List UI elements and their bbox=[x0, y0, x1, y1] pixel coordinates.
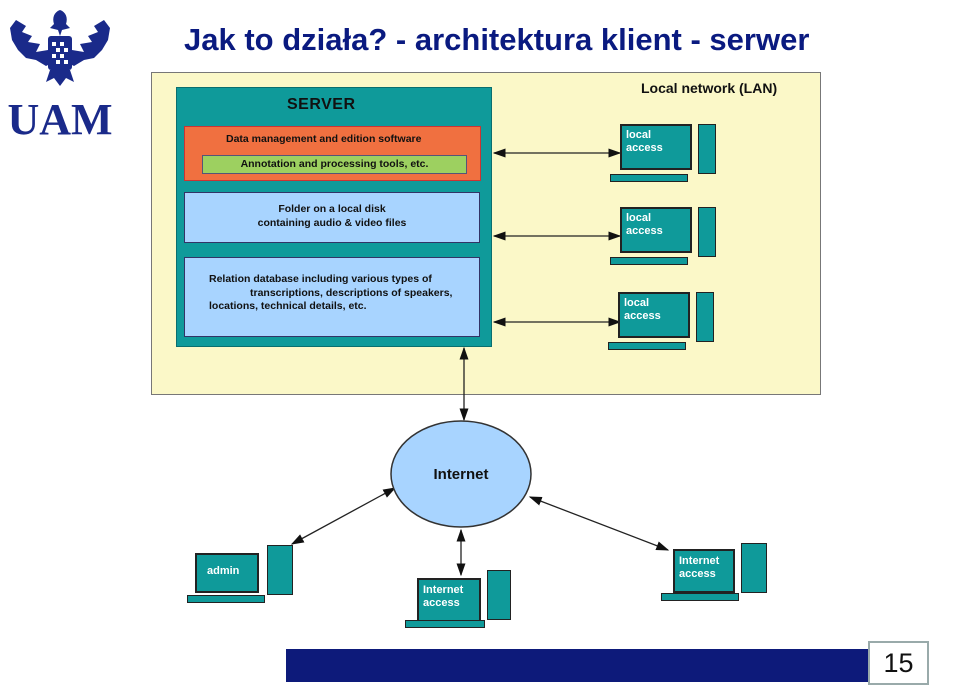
logo-text: UAM bbox=[7, 95, 112, 138]
terminal-label: local bbox=[626, 212, 652, 224]
terminal-label: Internet bbox=[679, 555, 720, 567]
lan-label: Local network (LAN) bbox=[641, 80, 778, 96]
link-right bbox=[528, 496, 670, 551]
terminal-label: access bbox=[626, 142, 663, 154]
database-line3: locations, technical details, etc. bbox=[209, 300, 367, 312]
terminal-label: access bbox=[624, 310, 661, 322]
software-label: Data management and edition software bbox=[226, 133, 422, 145]
terminal-label: access bbox=[679, 568, 716, 580]
folder-line1: Folder on a local disk bbox=[278, 203, 386, 215]
admin-label: admin bbox=[207, 565, 240, 577]
internet-cloud bbox=[390, 420, 532, 528]
folder-line2: containing audio & video files bbox=[257, 217, 407, 229]
folder-box: Folder on a local disk containing audio … bbox=[184, 192, 480, 243]
terminal-label: access bbox=[626, 225, 663, 237]
database-box: Relation database including various type… bbox=[184, 257, 480, 337]
page-number: 15 bbox=[868, 641, 929, 685]
database-line2: transcriptions, descriptions of speakers… bbox=[250, 286, 453, 299]
uam-logo: UAM bbox=[7, 10, 113, 138]
terminal-label: local bbox=[624, 297, 650, 309]
database-line1: Relation database including various type… bbox=[209, 273, 432, 285]
terminal-label: access bbox=[423, 597, 460, 609]
internet-label: Internet bbox=[433, 466, 489, 483]
link-admin bbox=[290, 487, 397, 545]
slide-title: Jak to działa? - architektura klient - s… bbox=[184, 22, 810, 57]
terminal-label: local bbox=[626, 129, 652, 141]
server-label: SERVER bbox=[287, 96, 356, 113]
footer-bar bbox=[286, 649, 870, 682]
terminal-label: Internet bbox=[423, 584, 464, 596]
tools-box: Annotation and processing tools, etc. bbox=[202, 155, 467, 174]
